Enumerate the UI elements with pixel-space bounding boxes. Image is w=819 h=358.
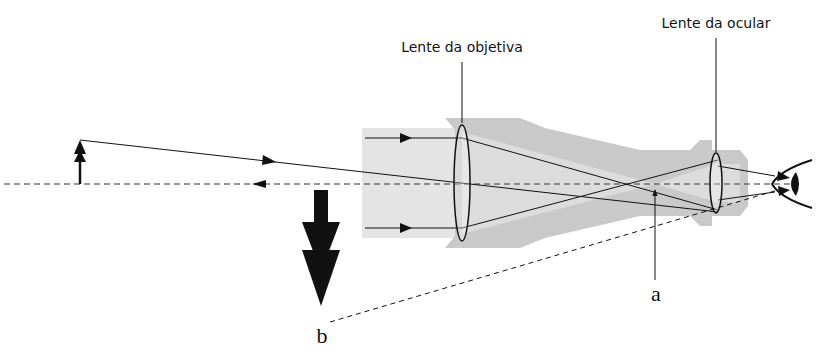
lens-label: Lente da objetiva bbox=[401, 40, 523, 55]
leader-line bbox=[716, 38, 717, 152]
axis-arrow bbox=[252, 180, 266, 188]
eye bbox=[772, 160, 812, 208]
telescope-tube bbox=[445, 118, 748, 248]
callout-letter: a bbox=[651, 282, 661, 306]
light-rays bbox=[80, 138, 775, 228]
leader-line bbox=[462, 62, 463, 123]
light-beam bbox=[362, 128, 462, 238]
light-cone bbox=[462, 132, 740, 234]
callout-letter: b bbox=[317, 324, 328, 348]
eyepiece-lens bbox=[710, 153, 722, 213]
optical-axis bbox=[4, 184, 795, 185]
construction-line bbox=[330, 190, 778, 322]
objective-lens bbox=[454, 125, 470, 241]
ray-arrows bbox=[262, 133, 790, 233]
lens-label: Lente da ocular bbox=[662, 16, 771, 31]
object-arrow bbox=[74, 140, 86, 184]
virtual-image-arrow bbox=[302, 190, 340, 306]
leader-line bbox=[655, 190, 656, 280]
